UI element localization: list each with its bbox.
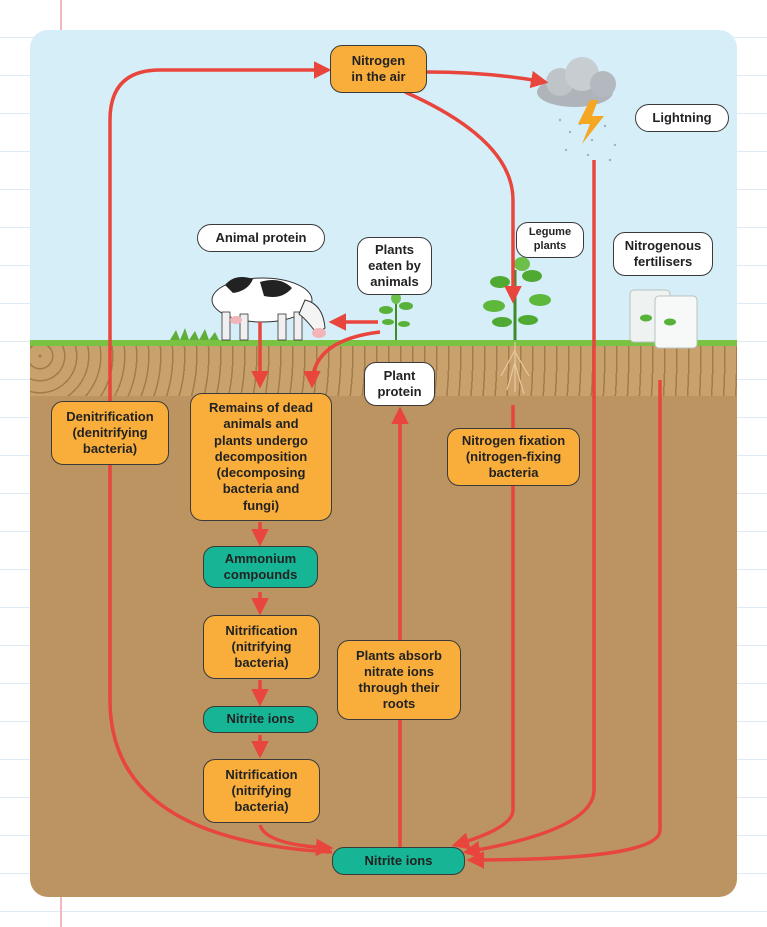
arrow-denitrification-to-air — [108, 61, 333, 854]
animal-protein-label: Animal protein — [197, 224, 325, 252]
arrow-air-to-lightning — [426, 70, 549, 89]
cloud-icon — [537, 57, 617, 162]
nitrification-box-1: Nitrification (nitrifying bacteria) — [203, 615, 320, 679]
lightning-label: Lightning — [635, 104, 729, 132]
nitrogen-fixation-box: Nitrogen fixation (nitrogen-fixing bacte… — [447, 428, 580, 486]
nitrogen-in-air-box: Nitrogen in the air — [330, 45, 427, 93]
legume-plant-icon — [483, 257, 551, 395]
plants-eaten-label: Plants eaten by animals — [357, 237, 432, 295]
nitrification-box-2: Nitrification (nitrifying bacteria) — [203, 759, 320, 823]
plant-sprout-icon — [379, 292, 413, 340]
plant-protein-label: Plant protein — [364, 362, 435, 406]
nitrite-ions-box-1: Nitrite ions — [203, 706, 318, 733]
lightning-bolt-icon — [578, 100, 604, 144]
grass-line — [30, 340, 737, 346]
arrow-air-to-legume — [404, 90, 522, 304]
arrow-fertiliser-to-nitrite — [466, 380, 662, 869]
arrow-lightning-to-nitrite — [462, 160, 596, 859]
plants-absorb-box: Plants absorb nitrate ions through their… — [337, 640, 461, 720]
arrow-fixation-to-nitrite — [451, 405, 515, 850]
fertiliser-bag-icon — [629, 289, 698, 349]
denitrification-box: Denitrification (denitrifying bacteria) — [51, 401, 169, 465]
decomposition-box: Remains of dead animals and plants under… — [190, 393, 332, 521]
nitrite-ions-box-2: Nitrite ions — [332, 847, 465, 875]
arrow-nitrification-to-nitrite-bottom — [258, 824, 334, 857]
nitrogenous-fertilisers-label: Nitrogenous fertilisers — [613, 232, 713, 276]
legume-plants-label: Legume plants — [516, 222, 584, 258]
arrow-plants-to-decomposition — [303, 330, 381, 389]
ammonium-compounds-box: Ammonium compounds — [203, 546, 318, 588]
cow-icon — [170, 277, 326, 341]
